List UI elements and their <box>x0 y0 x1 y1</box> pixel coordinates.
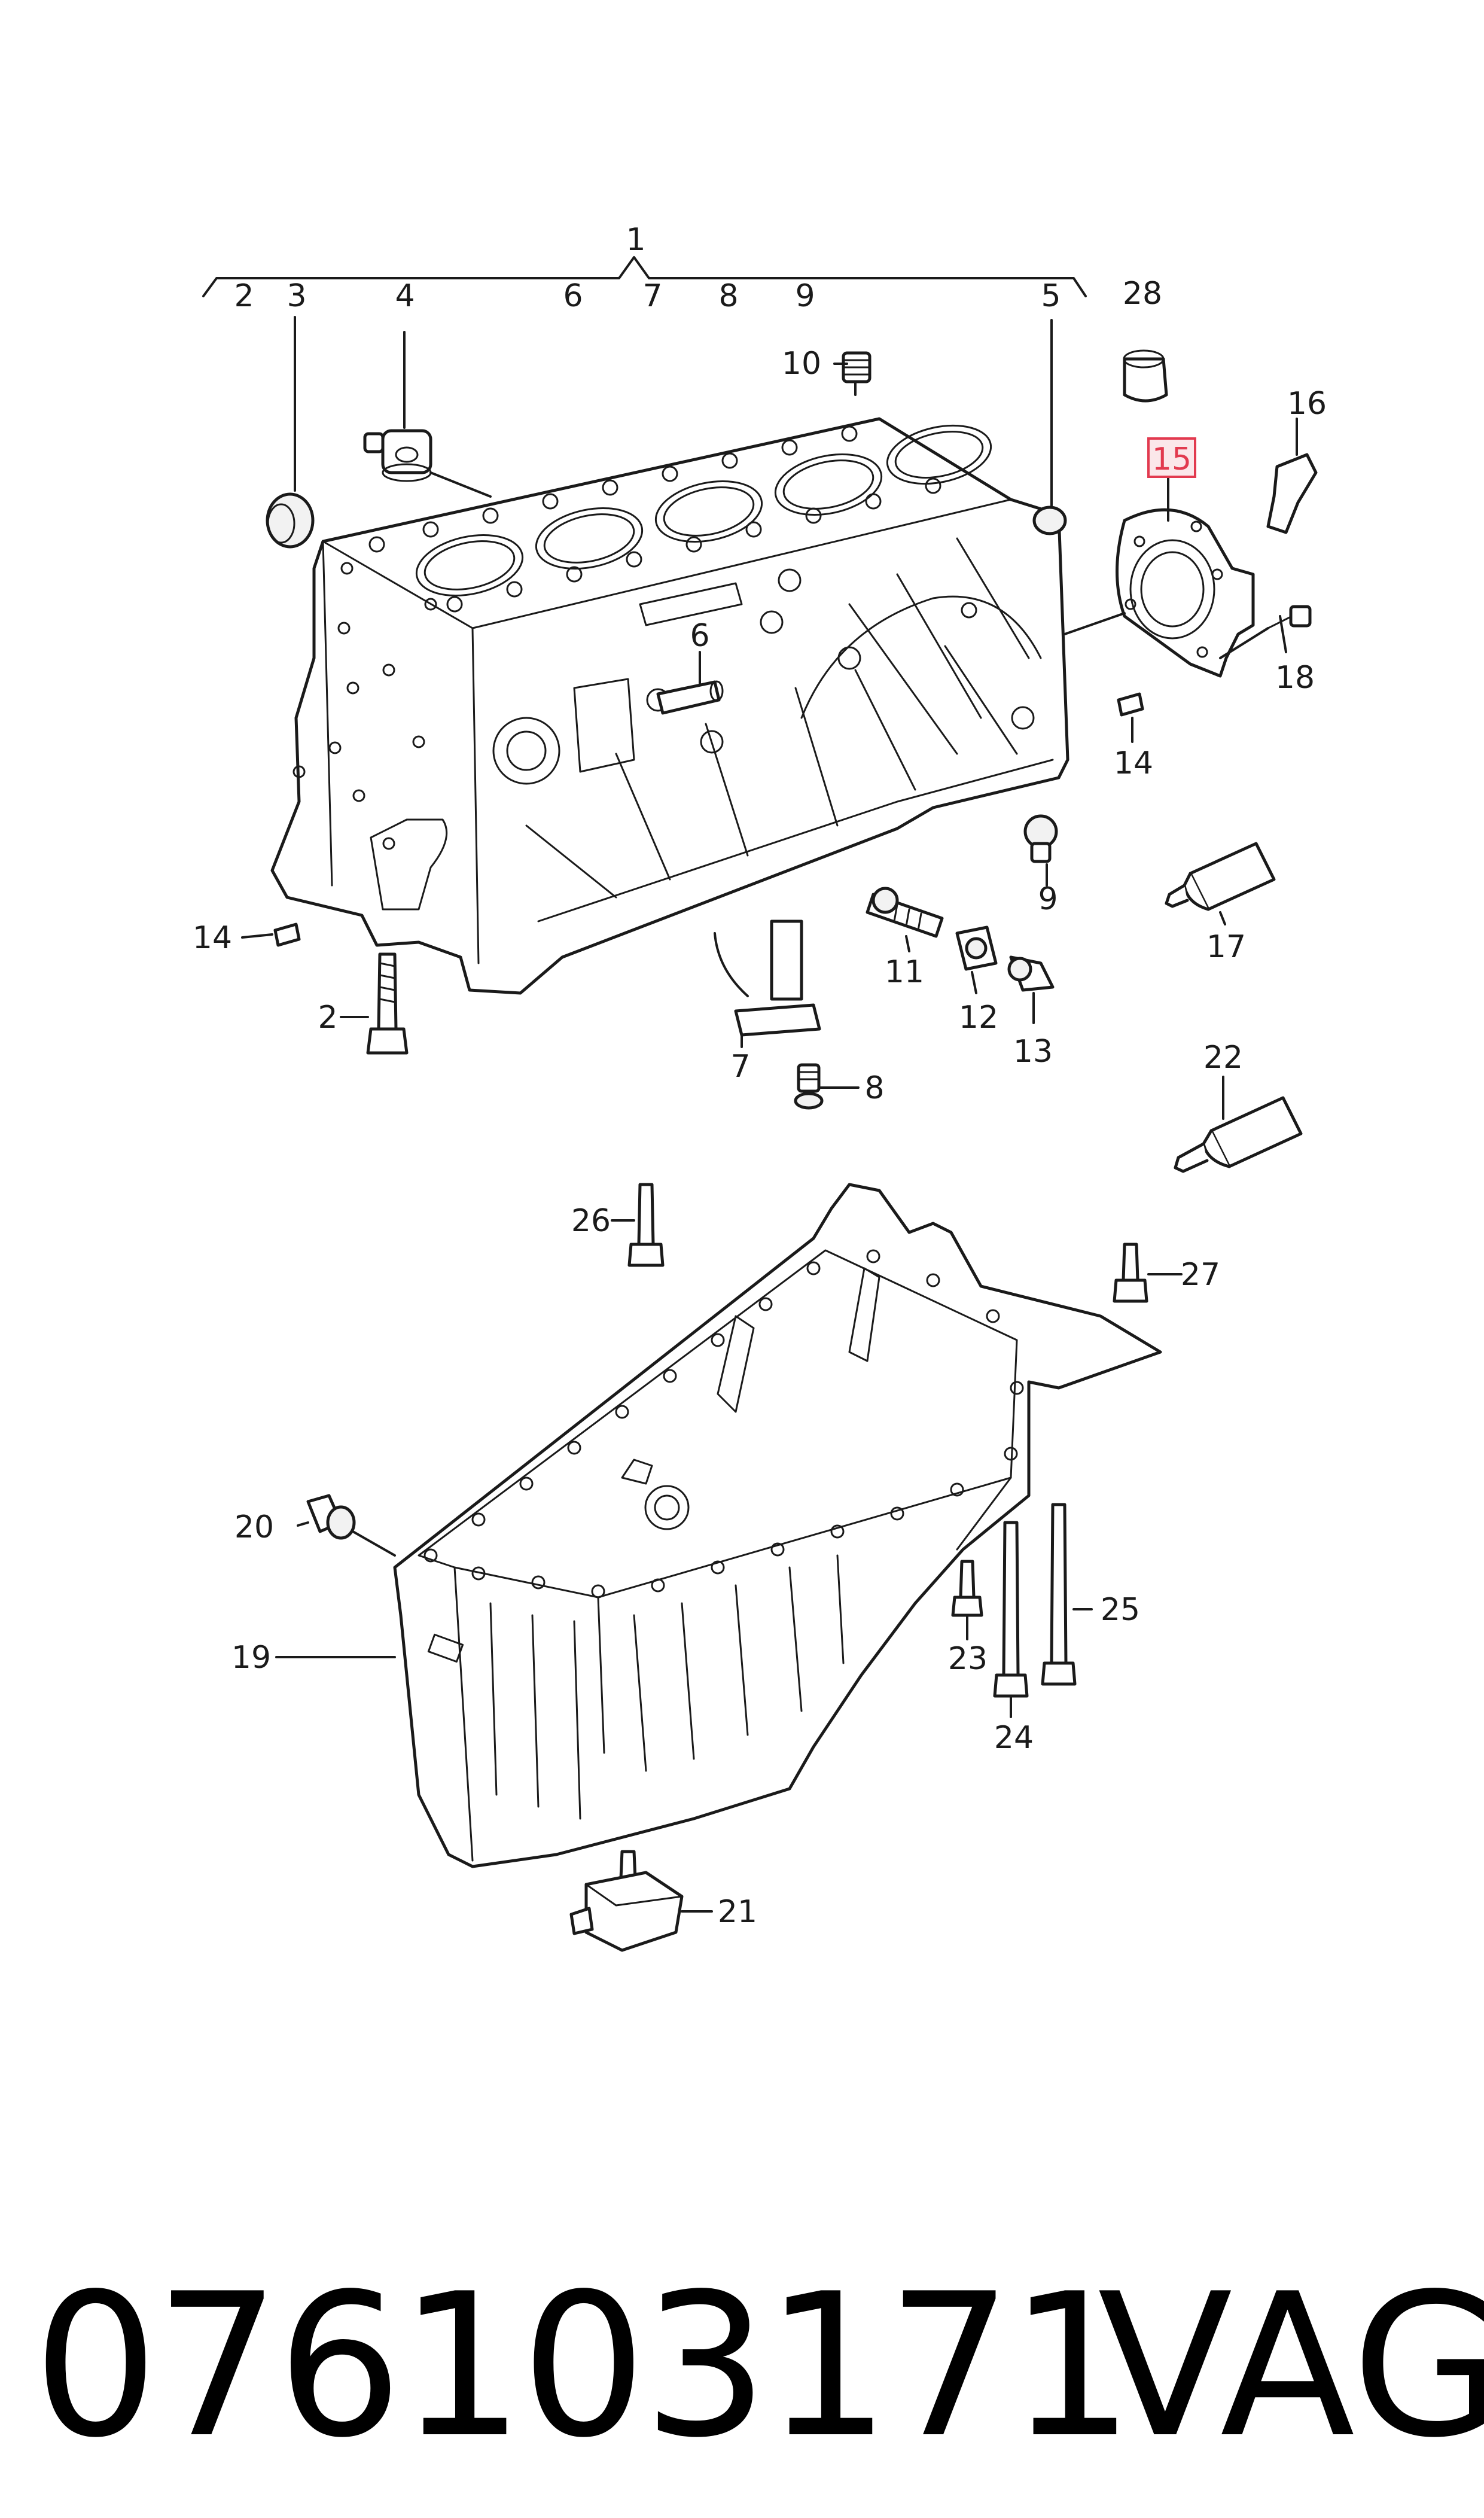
label-12: 12 <box>959 1000 998 1036</box>
fitting-12 <box>955 925 998 971</box>
exploded-parts-diagram: 1 2 3 4 6 7 8 9 5 28 10 16 15 6 18 14 14… <box>193 222 1327 1952</box>
bolt-27 <box>1113 1243 1148 1303</box>
sealant-tube-17 <box>1165 842 1276 911</box>
bolt-18 <box>1267 605 1312 629</box>
label-28: 28 <box>1123 276 1162 312</box>
label-25: 25 <box>1101 1592 1140 1628</box>
label-14-right: 14 <box>1114 745 1153 781</box>
label-13: 13 <box>1013 1034 1053 1070</box>
sensor-16 <box>1266 453 1318 534</box>
bolt-23 <box>951 1560 983 1617</box>
rear-seal-flange-15 <box>1116 508 1255 678</box>
cylinder-bores <box>415 424 992 597</box>
oil-pan-19 <box>393 1183 1162 1868</box>
core-plug-3 <box>266 492 315 549</box>
deck-bolt-holes <box>368 425 941 613</box>
bushing-4 <box>363 429 432 482</box>
label-8-bottom: 8 <box>864 1070 884 1106</box>
leader-lines <box>241 316 1298 1913</box>
label-18: 18 <box>1275 660 1315 696</box>
bolt-24 <box>993 1521 1029 1698</box>
label-26: 26 <box>571 1203 611 1239</box>
front-face-holes <box>292 562 437 850</box>
label-21: 21 <box>718 1894 757 1930</box>
label-2-top: 2 <box>234 278 254 314</box>
label-17: 17 <box>1206 929 1246 965</box>
callout-labels: 1 2 3 4 6 7 8 9 5 28 10 16 15 6 18 14 14… <box>193 222 1327 1930</box>
highlight-box-15 <box>1147 437 1196 478</box>
sealant-tube-22 <box>1174 1096 1303 1173</box>
label-9-right: 9 <box>1038 881 1058 917</box>
crankcase-ribs <box>525 537 1030 899</box>
banjo-bolt-9 <box>1023 814 1058 863</box>
drain-plug-20 <box>306 1494 356 1540</box>
label-20: 20 <box>234 1509 274 1545</box>
label-9-top: 9 <box>795 278 815 314</box>
label-16: 16 <box>1287 386 1327 422</box>
sender-13 <box>1007 955 1055 992</box>
bolt-25 <box>1041 1503 1077 1686</box>
label-6-top: 6 <box>563 278 583 314</box>
label-6-right: 6 <box>690 618 709 654</box>
label-4: 4 <box>395 278 415 314</box>
brand-name: VAG <box>1098 2251 1484 2481</box>
oil-pickup-7 <box>714 919 821 1037</box>
pin-14-right <box>1117 692 1144 717</box>
label-7-bottom: 7 <box>730 1049 750 1085</box>
oil-jet-11 <box>866 887 944 938</box>
label-27: 27 <box>1181 1257 1220 1293</box>
label-7-top: 7 <box>642 278 662 314</box>
dowel-6 <box>656 680 724 715</box>
group-1-bracket <box>202 256 1087 297</box>
label-2-left: 2 <box>318 1000 337 1036</box>
sleeve-28 <box>1123 349 1168 403</box>
label-8-top: 8 <box>718 278 738 314</box>
label-19: 19 <box>231 1640 271 1676</box>
threaded-plug-10 <box>842 351 871 383</box>
label-14-left: 14 <box>193 920 232 956</box>
label-3: 3 <box>287 278 306 314</box>
label-15: 15 <box>1152 442 1192 477</box>
bolt-26 <box>627 1183 665 1267</box>
bolt-8 <box>794 1063 824 1110</box>
label-24: 24 <box>994 1720 1034 1756</box>
label-11: 11 <box>885 954 924 990</box>
label-1: 1 <box>626 222 645 258</box>
oil-level-sensor-21 <box>569 1850 684 1952</box>
part-number: 076103171 <box>33 2251 1135 2481</box>
bolt-2 <box>366 952 409 1055</box>
label-10: 10 <box>782 346 821 382</box>
label-22: 22 <box>1203 1040 1243 1076</box>
label-5: 5 <box>1041 278 1061 314</box>
oil-pan-flange-holes <box>423 1249 1024 1599</box>
pin-14-left <box>273 922 301 947</box>
label-23: 23 <box>948 1641 988 1677</box>
plug-5 <box>1032 506 1067 535</box>
